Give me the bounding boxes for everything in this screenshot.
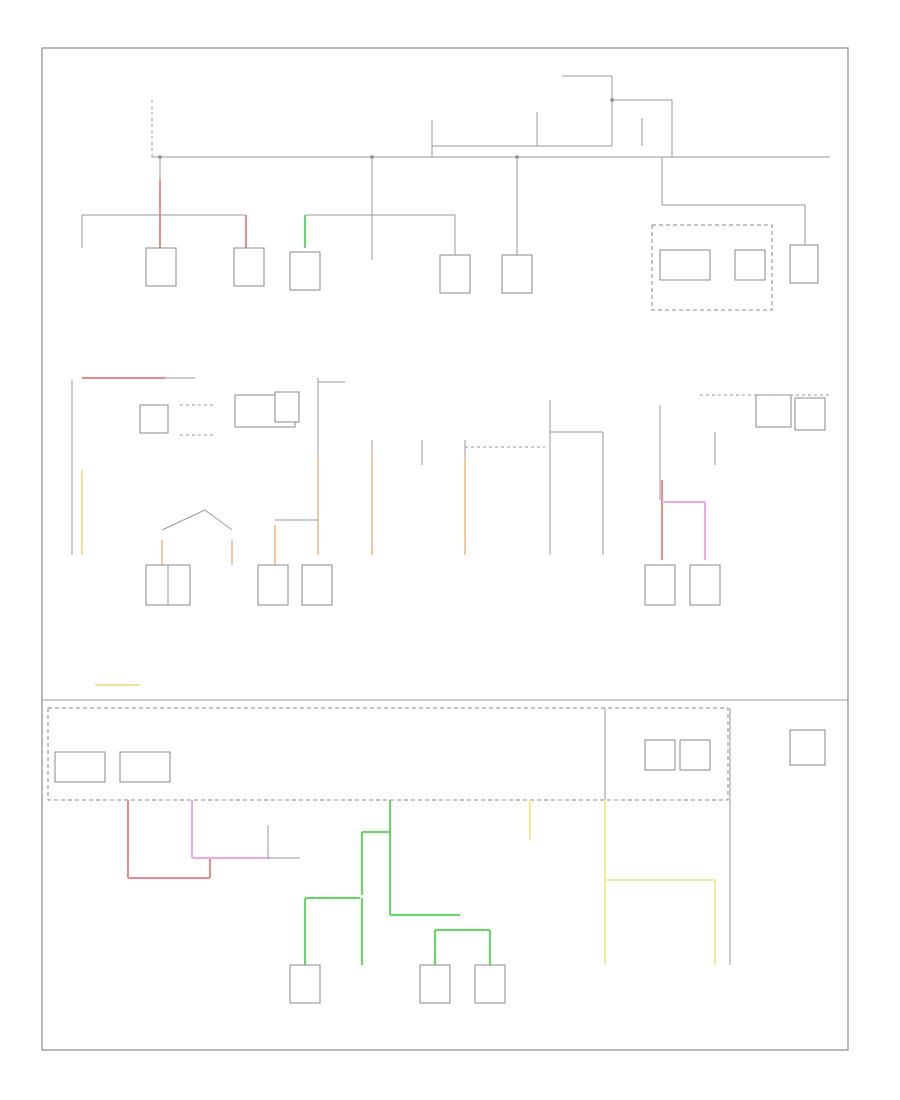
fuse-box-section — [42, 684, 848, 801]
middle-section — [71, 377, 830, 606]
top-section — [81, 75, 830, 311]
bottom-section — [127, 800, 731, 1004]
diagram-border — [41, 47, 849, 1051]
